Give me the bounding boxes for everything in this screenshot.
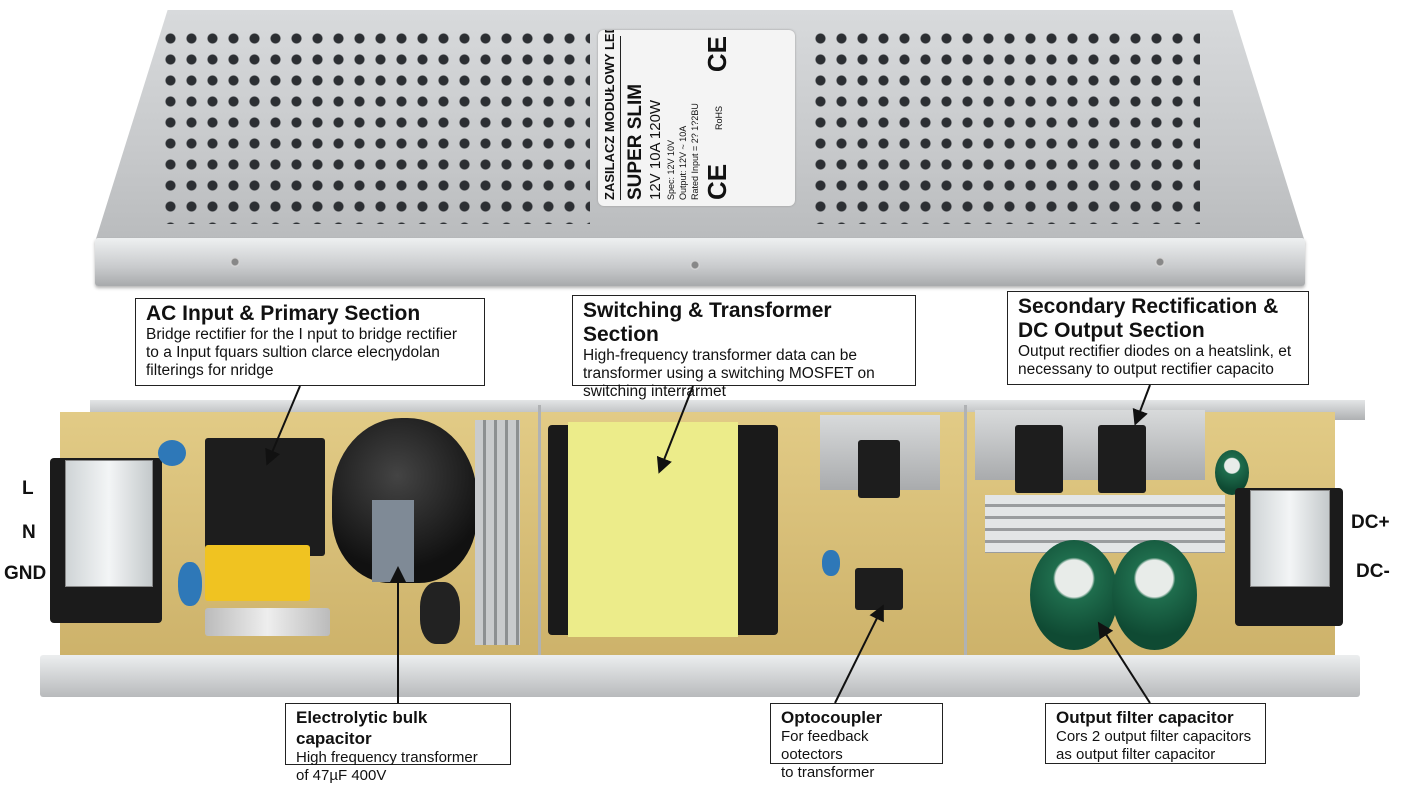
callout-text: transformer using a switching MOSFET on	[583, 365, 875, 382]
arrow-optocoupler	[834, 604, 884, 704]
chassis-front-lip	[40, 655, 1360, 697]
switching-mosfet	[858, 440, 900, 498]
screw-icon	[690, 260, 700, 270]
terminal-cover	[1250, 490, 1330, 587]
callout-text: For feedback ootectors	[781, 728, 869, 763]
screw-icon	[230, 257, 240, 267]
callout-switching: Switching & Transformer Section High-fre…	[572, 295, 916, 400]
callout-text: to a Input fquars sultion clarce elecηyd…	[146, 344, 440, 361]
arrow-ac-input	[265, 385, 301, 466]
secondary-heatsink	[985, 495, 1225, 553]
primary-heatsink	[475, 420, 520, 645]
callout-text: as output filter capacitor	[1056, 746, 1216, 763]
terminal-label-n: N	[22, 522, 36, 543]
callout-title: Output filter capacitor	[1056, 708, 1234, 727]
callout-text: switching interrarmet	[583, 383, 726, 400]
y-capacitor	[178, 562, 202, 606]
callout-output-capacitor: Output filter capacitor Cors 2 output fi…	[1045, 703, 1266, 764]
terminal-label-dc-plus: DC+	[1351, 512, 1390, 533]
callout-title: DC Output Section	[1018, 319, 1205, 342]
callout-text: High frequency transformer	[296, 749, 478, 766]
callout-text: filterings for nridge	[146, 362, 274, 379]
rectifier-heatsink	[975, 410, 1205, 480]
fuse	[205, 608, 330, 636]
callout-text: Output rectifier diodes on a heatslink, …	[1018, 343, 1292, 360]
terminal-label-gnd: GND	[4, 563, 47, 584]
optocoupler-chip	[855, 568, 903, 610]
callout-arrows	[265, 384, 1151, 704]
product-label: ZASILACZ MODUŁOWY LED SUPER SLIM 12V 10A…	[598, 30, 795, 206]
small-output-capacitor	[1215, 450, 1249, 495]
callout-title: AC Input & Primary Section	[146, 302, 421, 325]
terminal-cover	[65, 460, 153, 587]
callout-text: necessany to output rectifier capacito	[1018, 361, 1274, 378]
arrow-secondary	[1132, 384, 1151, 426]
ventilation-holes-right	[810, 28, 1200, 224]
callout-title: Secondary Rectification &	[1018, 295, 1279, 318]
terminal-label-dc-minus: DC-	[1356, 561, 1390, 582]
y-capacitor	[158, 440, 186, 466]
callout-text: High-frequency transformer data can be	[583, 347, 857, 364]
callout-text: to transformer	[781, 764, 875, 781]
x-capacitor	[205, 545, 310, 601]
callout-title: Optocoupler	[781, 708, 883, 727]
section-divider	[964, 405, 967, 655]
callout-optocoupler: Optocoupler For feedback ootectors to tr…	[770, 703, 943, 781]
psu-case-lip	[95, 238, 1305, 286]
callout-ac-input: AC Input & Primary Section Bridge rectif…	[135, 298, 485, 386]
callout-bulk-capacitor: Electrolytic bulk capacitor High frequen…	[285, 703, 511, 784]
output-capacitor	[1112, 540, 1197, 650]
arrow-output-cap	[1097, 621, 1151, 704]
screw-icon	[1155, 257, 1165, 267]
small-ceramic-capacitor	[822, 550, 840, 576]
terminal-label-l: L	[22, 478, 34, 499]
callout-secondary: Secondary Rectification & DC Output Sect…	[1007, 291, 1309, 385]
arrow-switching	[656, 385, 694, 474]
callout-text: Bridge rectifier for the I nput to bridg…	[146, 326, 458, 343]
callout-title: Electrolytic bulk capacitor	[296, 708, 428, 748]
ventilation-holes-left	[160, 28, 590, 224]
callout-text: Cors 2 output filter capacitors	[1056, 728, 1252, 745]
callout-title: Switching & Transformer Section	[583, 299, 832, 346]
section-divider	[538, 405, 541, 655]
rectifier-diode	[1015, 425, 1063, 493]
rectifier-diode	[1098, 425, 1146, 493]
bridge-rectifier	[205, 438, 325, 556]
small-capacitor	[420, 582, 460, 644]
callout-text: of 47µF 400V	[296, 767, 387, 784]
transformer-core	[568, 422, 738, 637]
